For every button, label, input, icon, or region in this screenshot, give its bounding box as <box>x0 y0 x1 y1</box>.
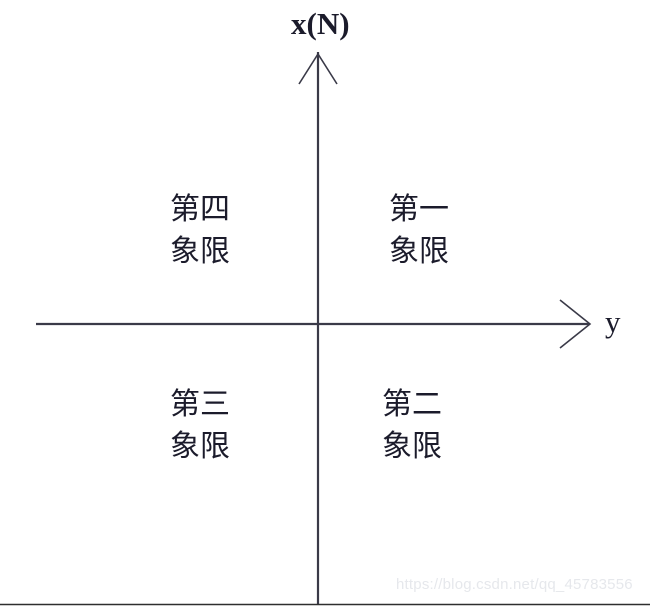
horizontal-axis-label: y <box>605 304 621 339</box>
vertical-axis-arrowhead-icon <box>298 52 338 85</box>
quadrant-three-line1: 第三 <box>170 388 230 421</box>
quadrant-one-line1: 第一 <box>389 193 449 226</box>
quadrant-one-line2: 象限 <box>389 235 449 268</box>
quadrant-label-four: 第四 象限 <box>163 189 237 273</box>
horizontal-axis-arrowhead-icon <box>559 299 592 349</box>
quadrant-label-two: 第二 象限 <box>382 384 456 468</box>
quadrant-two-line2: 象限 <box>382 430 442 463</box>
watermark-text: https://blog.csdn.net/qq_45783556 <box>396 576 633 593</box>
quadrant-label-one: 第一 象限 <box>382 189 456 273</box>
quadrant-three-line2: 象限 <box>170 430 230 463</box>
quadrant-four-line2: 象限 <box>170 235 230 268</box>
vertical-axis-label: x(N) <box>291 6 350 41</box>
quadrant-two-line1: 第二 <box>382 388 442 421</box>
quadrant-label-three: 第三 象限 <box>163 384 237 468</box>
quadrant-four-line1: 第四 <box>170 193 230 226</box>
